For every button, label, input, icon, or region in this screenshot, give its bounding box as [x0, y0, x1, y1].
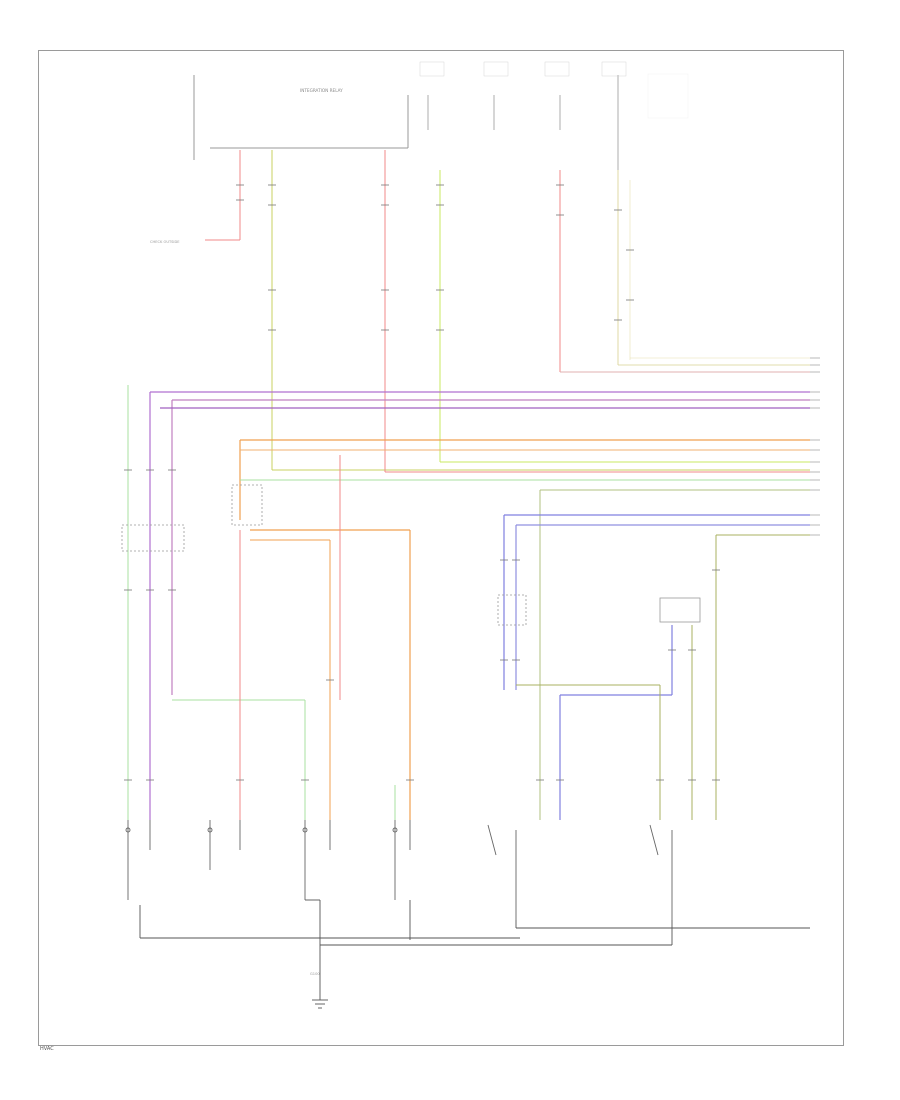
orange-bus [239, 439, 810, 820]
ground-bus [139, 899, 810, 1000]
integration-relay-box: INTEGRATION RELAY [193, 75, 409, 160]
olive-right [516, 534, 810, 820]
top-fuse-labels [419, 61, 689, 170]
diagram-frame [38, 50, 844, 1046]
left-ground-note: CHECK OUTSIDE [150, 240, 180, 244]
top-vertical-wires [205, 150, 810, 473]
top-connector-ticks [236, 184, 634, 331]
ground-label: G100 [310, 972, 320, 976]
green-bus [240, 479, 810, 820]
left-green-loop [172, 455, 396, 820]
bottom-connector-ticks [124, 469, 720, 781]
integration-relay-label: INTEGRATION RELAY [300, 88, 343, 93]
ground-symbol [312, 999, 328, 1009]
splice-boxes [121, 484, 527, 626]
blue-bus [503, 514, 810, 820]
right-terminal-ticks [810, 357, 820, 536]
diagram-footer-code: HVAC [40, 1046, 54, 1052]
purple-bus [127, 385, 810, 820]
door-switches [125, 820, 673, 920]
